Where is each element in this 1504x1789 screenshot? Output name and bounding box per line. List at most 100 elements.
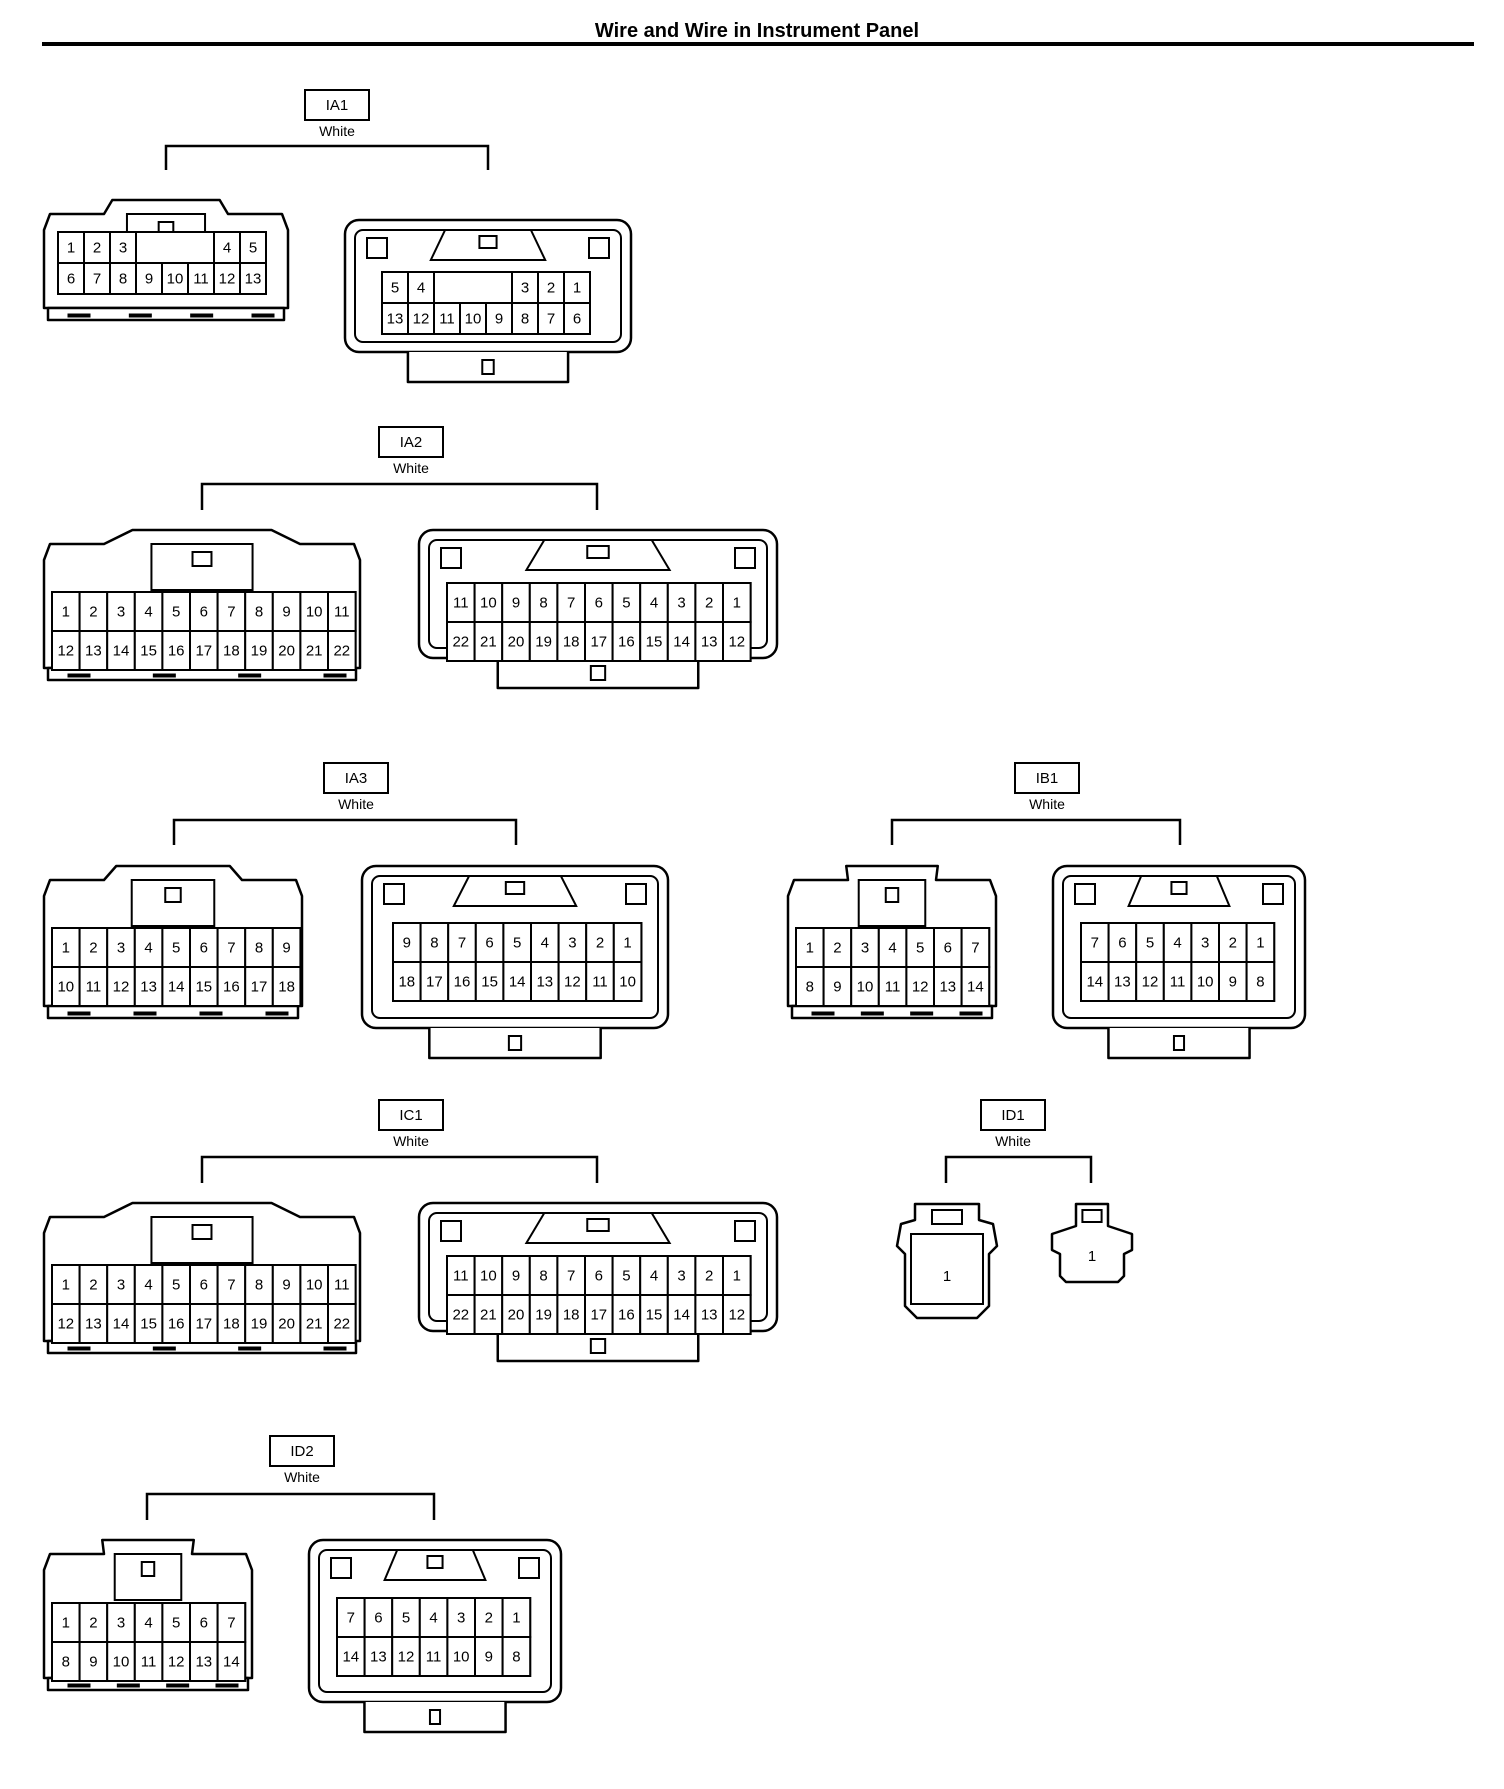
pin-cavity	[216, 927, 247, 968]
pin-number: 7	[347, 1610, 355, 1627]
pin-number: 13	[195, 1654, 212, 1671]
pin-number: 17	[426, 974, 443, 991]
rail-slot	[323, 673, 347, 678]
pin-cavity	[216, 591, 247, 632]
pin-number: 15	[481, 974, 498, 991]
pin-number: 9	[282, 604, 290, 621]
pin-number: 6	[200, 940, 208, 957]
pin-number: 16	[618, 634, 635, 651]
pin-number: 1	[1088, 1248, 1096, 1265]
pin-number: 8	[430, 935, 438, 952]
pin-number: 5	[172, 604, 180, 621]
pin-number: 15	[140, 1316, 157, 1333]
pin-cavity	[1245, 961, 1276, 1002]
pin-number: 12	[728, 1307, 745, 1324]
pin-number: 17	[590, 634, 607, 651]
pin-cavity	[563, 302, 591, 335]
connector-color: White	[393, 1133, 429, 1149]
pin-number: 6	[485, 935, 493, 952]
pin-cavity	[611, 1294, 642, 1335]
latch-tab	[1081, 1209, 1103, 1223]
pin-cavity	[639, 1255, 669, 1296]
pin-cavity	[78, 1602, 109, 1643]
pin-number: 12	[57, 643, 74, 660]
pin-number: 16	[618, 1307, 635, 1324]
pin-number: 3	[677, 595, 685, 612]
pin-number: 12	[728, 634, 745, 651]
pin-cavity	[501, 1294, 531, 1335]
pin-cavity	[528, 1294, 559, 1335]
pin-number: 9	[1229, 974, 1237, 991]
latch-key	[478, 235, 498, 249]
pin-number: 2	[89, 940, 97, 957]
pin-number: 14	[113, 643, 130, 660]
pin-number: 1	[62, 940, 70, 957]
pin-number: 12	[168, 1654, 185, 1671]
pin-number: 10	[1197, 974, 1214, 991]
pin-number: 6	[944, 940, 952, 957]
pin-number: 2	[1229, 935, 1237, 952]
pin-cavity	[850, 966, 880, 1007]
pin-number: 8	[119, 271, 127, 288]
pin-number: 15	[140, 643, 157, 660]
connector-tag-box	[1014, 762, 1080, 794]
pin-number: 11	[439, 311, 455, 328]
pin-blank	[461, 273, 485, 302]
pin-cavity	[933, 966, 963, 1007]
pin-number: 18	[563, 1307, 580, 1324]
pin-number: 4	[144, 604, 152, 621]
pin-number: 3	[1201, 935, 1209, 952]
pair-bracket	[890, 818, 1182, 845]
pin-number: 3	[117, 1277, 125, 1294]
pin-number: 2	[705, 595, 713, 612]
pin-number: 8	[1256, 974, 1264, 991]
pin-number: 14	[223, 1654, 240, 1671]
pin-number: 14	[673, 634, 690, 651]
pin-cavity	[611, 582, 642, 623]
pin-cavity	[666, 1255, 697, 1296]
pin-cavity	[336, 1597, 366, 1638]
pin-number: 3	[117, 1615, 125, 1632]
pin-cavity	[271, 630, 302, 671]
pin-number: 9	[145, 271, 153, 288]
side-guide-left	[330, 1557, 352, 1579]
pin-number: 16	[168, 1316, 185, 1333]
pin-cavity	[189, 630, 219, 671]
pin-cavity	[419, 961, 450, 1002]
connector-color: White	[393, 460, 429, 476]
side-guide-right	[588, 237, 610, 259]
pin-cavity	[556, 1294, 587, 1335]
pin-number: 8	[255, 604, 263, 621]
pin-number: 10	[480, 1268, 497, 1285]
pin-cavity	[327, 1303, 357, 1344]
pin-cavity	[501, 1597, 532, 1638]
pin-number: 9	[495, 311, 503, 328]
rail-slot	[116, 1683, 140, 1688]
pin-number: 6	[374, 1610, 382, 1627]
pin-number: 6	[573, 311, 581, 328]
pin-cavity	[501, 1255, 531, 1296]
pin-number: 18	[223, 643, 240, 660]
pin-number: 2	[93, 240, 101, 257]
pin-cavity	[133, 1303, 164, 1344]
pin-number: 10	[480, 595, 497, 612]
rail-slot	[67, 1683, 91, 1688]
pin-number: 1	[573, 280, 581, 297]
pin-number: 4	[650, 595, 658, 612]
latch-tab	[191, 551, 213, 567]
pin-number: 22	[333, 643, 350, 660]
pin-number: 16	[454, 974, 471, 991]
pin-number: 18	[563, 634, 580, 651]
pin-number: 4	[541, 935, 549, 952]
pin-number: 14	[168, 979, 185, 996]
pin-number: 1	[733, 595, 741, 612]
latch-tab	[164, 887, 182, 903]
pin-cavity	[363, 1597, 394, 1638]
rail-slot	[67, 673, 91, 678]
side-guide-right	[734, 547, 756, 569]
